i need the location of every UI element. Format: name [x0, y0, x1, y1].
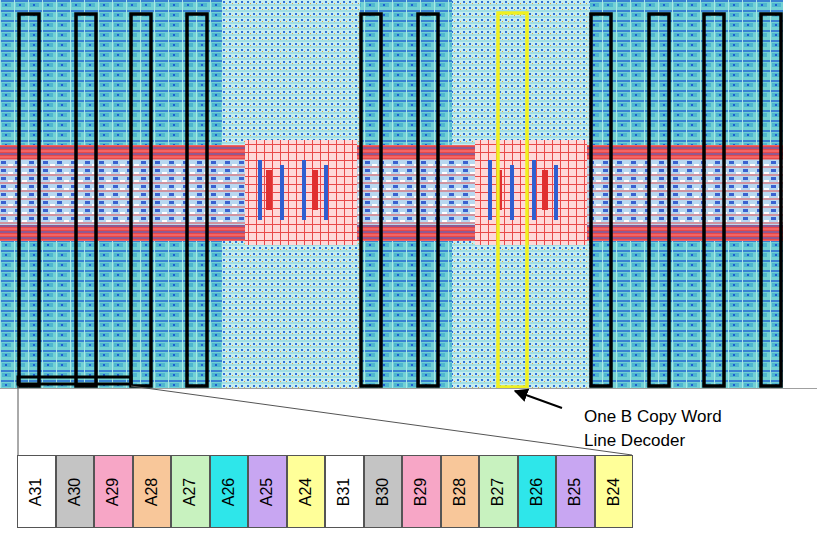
- color-key-cell: A26: [210, 455, 249, 528]
- color-key-cell: B30: [364, 455, 403, 528]
- bit-label: B30: [374, 477, 392, 505]
- color-key-cell: A30: [56, 455, 95, 528]
- bit-label: A28: [143, 477, 161, 505]
- color-key-cell: A31: [17, 455, 56, 528]
- bit-label: B28: [451, 477, 469, 505]
- bit-label: A24: [297, 477, 315, 505]
- color-key-cell: B26: [518, 455, 557, 528]
- callout-label: One B Copy Word Line Decoder: [584, 405, 744, 453]
- color-key-cell: B31: [325, 455, 364, 528]
- bit-label: A25: [258, 477, 276, 505]
- color-key-cell: A27: [171, 455, 210, 528]
- color-key-cell: B27: [479, 455, 518, 528]
- color-key-cell: A28: [133, 455, 172, 528]
- bit-label: B24: [605, 477, 623, 505]
- bit-label: A26: [220, 477, 238, 505]
- bit-label: A27: [181, 477, 199, 505]
- color-key-cell: B25: [556, 455, 595, 528]
- bit-label: B26: [528, 477, 546, 505]
- color-key-cell: B29: [402, 455, 441, 528]
- color-key-cell: B24: [595, 455, 634, 528]
- bit-label: A30: [66, 477, 84, 505]
- color-key-cell: B28: [441, 455, 480, 528]
- bit-label: B25: [566, 477, 584, 505]
- color-key-cell: A29: [94, 455, 133, 528]
- color-key-cell: A24: [287, 455, 326, 528]
- bit-label: A31: [27, 477, 45, 505]
- color-key-cell: A25: [248, 455, 287, 528]
- bit-label: B31: [335, 477, 353, 505]
- bit-label: B27: [489, 477, 507, 505]
- bit-label: B29: [412, 477, 430, 505]
- bit-label: A29: [104, 477, 122, 505]
